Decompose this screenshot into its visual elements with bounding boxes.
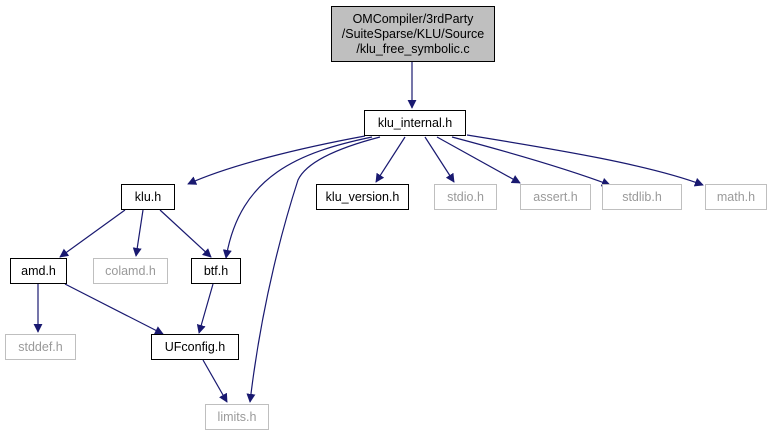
node-stdlib-h: stdlib.h [602,184,682,210]
node-amd-h[interactable]: amd.h [10,258,67,284]
edge-klu_internal-btf [222,136,373,259]
edge-ufconfig-limits [202,359,228,403]
edge-klu-btf [159,209,212,258]
node-stddef-h: stddef.h [5,334,76,360]
edge-klu-colamd [132,209,144,257]
node-klu-version-h[interactable]: klu_version.h [316,184,409,210]
node-btf-h[interactable]: btf.h [191,258,241,284]
edge-klu_internal-assert [436,136,521,184]
edge-klu_internal-stdio [424,136,455,183]
edge-klu_internal-klu [187,135,366,185]
edge-klu_internal-klu_version [375,136,406,183]
edge-klu_internal-limits [246,136,381,403]
node-limits-h: limits.h [205,404,269,430]
edge-btf-ufconfig [196,283,214,334]
node-math-h: math.h [705,184,767,210]
edge-klu_internal-stdlib [451,136,611,187]
edge-amd-ufconfig [64,283,164,335]
root-file-line-2: /SuiteSparse/KLU/Source [341,26,485,41]
node-klu-h[interactable]: klu.h [121,184,175,210]
edge-klu-amd [59,209,126,258]
node-ufconfig-h[interactable]: UFconfig.h [151,334,239,360]
node-klu-internal-h[interactable]: klu_internal.h [364,110,466,136]
node-colamd-h: colamd.h [93,258,168,284]
root-file-line-1: OMCompiler/3rdParty [352,11,474,26]
root-file-node[interactable]: OMCompiler/3rdParty /SuiteSparse/KLU/Sou… [331,6,495,62]
node-stdio-h: stdio.h [434,184,497,210]
root-file-line-3: /klu_free_symbolic.c [356,41,470,56]
node-assert-h: assert.h [520,184,591,210]
edge-klu_internal-math [466,134,704,187]
